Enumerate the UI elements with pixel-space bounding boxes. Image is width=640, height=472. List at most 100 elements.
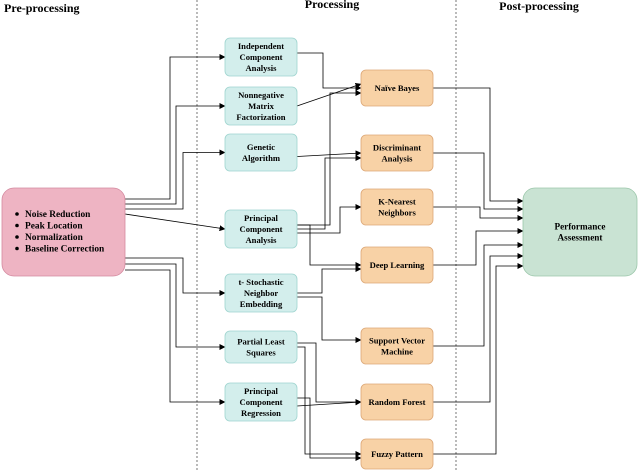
connector-rf-to-performance: [433, 253, 524, 403]
bullet-icon: [15, 246, 19, 251]
method-box-ica-label-line: Analysis: [245, 63, 277, 73]
connector-da-to-performance: [433, 152, 524, 212]
connector-pre-to-pca: [124, 213, 226, 232]
connector-pre-to-tsne: [125, 257, 226, 296]
bullet-icon: [15, 235, 19, 239]
method-box-ga-label-line: Algorithm: [242, 153, 281, 163]
connector-tsne-to-svm: [297, 296, 362, 343]
classifier-box-svm-label-line: Machine: [381, 347, 413, 357]
method-box-pcr-label-line: Regression: [241, 408, 281, 418]
phase-title-pre-processing: Pre-processing: [4, 1, 80, 15]
method-box-ga-shape: [224, 133, 298, 172]
preprocessing-item: Peak Location: [25, 222, 83, 232]
connector-tsne-to-dl: [297, 266, 362, 294]
method-box-ica-shape: [224, 37, 298, 77]
classifier-box-da-label-line: Discriminant: [373, 143, 421, 153]
connector-pcr-to-fp: [297, 397, 362, 461]
classifier-box-dl-shape: [360, 246, 434, 284]
method-box-nmf-label-line: Matrix: [248, 101, 274, 111]
classifier-box-svm-shape: [360, 327, 434, 365]
connector-dl-to-performance: [433, 228, 524, 266]
method-box-ga-label-line: Genetic: [247, 142, 275, 152]
method-box-tsne-label-line: Embedding: [240, 299, 283, 309]
method-box-pca-label-line: Principal: [244, 213, 279, 223]
bullet-icon: [15, 223, 19, 228]
preprocessing-item: Normalization: [25, 233, 84, 243]
connector-pls-to-rf: [297, 342, 362, 405]
classifier-box-knn-shape: [360, 188, 434, 226]
connector-svm-to-performance: [433, 242, 524, 347]
classifier-box-dl-label-line: Deep Learning: [370, 260, 425, 270]
preprocessing-item: Noise Reduction: [25, 210, 91, 220]
phase-title-post-processing: Post-processing: [499, 0, 579, 13]
method-box-pcr-label-line: Principal: [244, 386, 279, 396]
method-box-tsne-shape: [224, 273, 298, 313]
connector-ga-to-da: [296, 150, 362, 157]
classifier-box-nb-shape: [360, 69, 434, 107]
connector-pre-to-pcr: [125, 269, 226, 405]
connector-fp-to-performance: [433, 263, 524, 455]
method-box-pls-label-line: Partial Least: [237, 337, 285, 347]
method-box-pca-label-line: Analysis: [245, 235, 277, 245]
connector-pls-to-fp: [297, 346, 362, 457]
connector-pcr-to-rf: [296, 399, 362, 407]
method-box-pca-label-line: Component: [240, 224, 283, 234]
classifier-box-da-label-line: Analysis: [381, 154, 413, 164]
connector-pre-to-ga: [125, 149, 226, 210]
classifier-box-fp: Fuzzy Pattern: [360, 438, 434, 470]
connector-knn-to-performance: [433, 206, 524, 221]
method-box-pcr-label-line: Component: [240, 397, 283, 407]
classifier-box-fp-shape: [360, 438, 434, 470]
classifier-box-fp-label-line: Fuzzy Pattern: [371, 449, 423, 459]
classifier-box-svm-label-line: Support Vector: [369, 336, 425, 346]
method-box-ica-label-line: Component: [240, 52, 283, 62]
classifier-box-rf-label-line: Random Forest: [369, 397, 426, 407]
method-box-tsne-label-line: Neighbor: [244, 288, 279, 298]
classifier-box-rf: Random Forest: [360, 383, 434, 421]
method-box-pcr-shape: [224, 382, 298, 422]
classifier-box-nb-label-line: Naïve Bayes: [375, 83, 420, 93]
performance-box-shape: [522, 187, 638, 277]
preprocessing-box-shape: [1, 187, 126, 277]
method-box-nmf-shape: [224, 86, 298, 126]
classifier-box-nb: Naïve Bayes: [360, 69, 434, 107]
connector-pre-to-pls: [125, 263, 226, 350]
method-box-pls-shape: [224, 330, 298, 364]
classifier-box-da-shape: [360, 134, 434, 172]
connector-pre-to-ica: [125, 54, 226, 200]
method-box-nmf-label-line: Factorization: [236, 112, 285, 122]
connector-pca-to-da: [297, 155, 362, 230]
connector-ica-to-nb: [297, 52, 362, 91]
method-box-pls-label-line: Squares: [246, 348, 276, 358]
method-box-pca-shape: [224, 209, 298, 249]
method-box-nmf-label-line: Nonnegative: [238, 90, 284, 100]
performance-box-label-line: Performance: [554, 222, 605, 232]
connector-nb-to-performance: [433, 87, 524, 204]
method-box-tsne-label-line: t- Stochastic: [238, 277, 283, 287]
classifier-box-knn-label-line: K-Nearest: [378, 197, 416, 207]
preprocessing-item: Baseline Correction: [25, 245, 105, 255]
phase-title-processing: Processing: [305, 0, 359, 11]
connector-lines: [124, 52, 524, 461]
connector-nmf-to-nb: [296, 82, 362, 107]
bullet-icon: [15, 212, 19, 216]
performance-box-label-line: Assessment: [558, 233, 604, 243]
connector-pca-to-dl: [297, 224, 362, 268]
classifier-box-knn-label-line: Neighbors: [378, 208, 416, 218]
connector-pca-to-nb: [297, 90, 362, 226]
classifier-box-dl: Deep Learning: [360, 246, 434, 284]
method-box-ica-label-line: Independent: [238, 41, 284, 51]
